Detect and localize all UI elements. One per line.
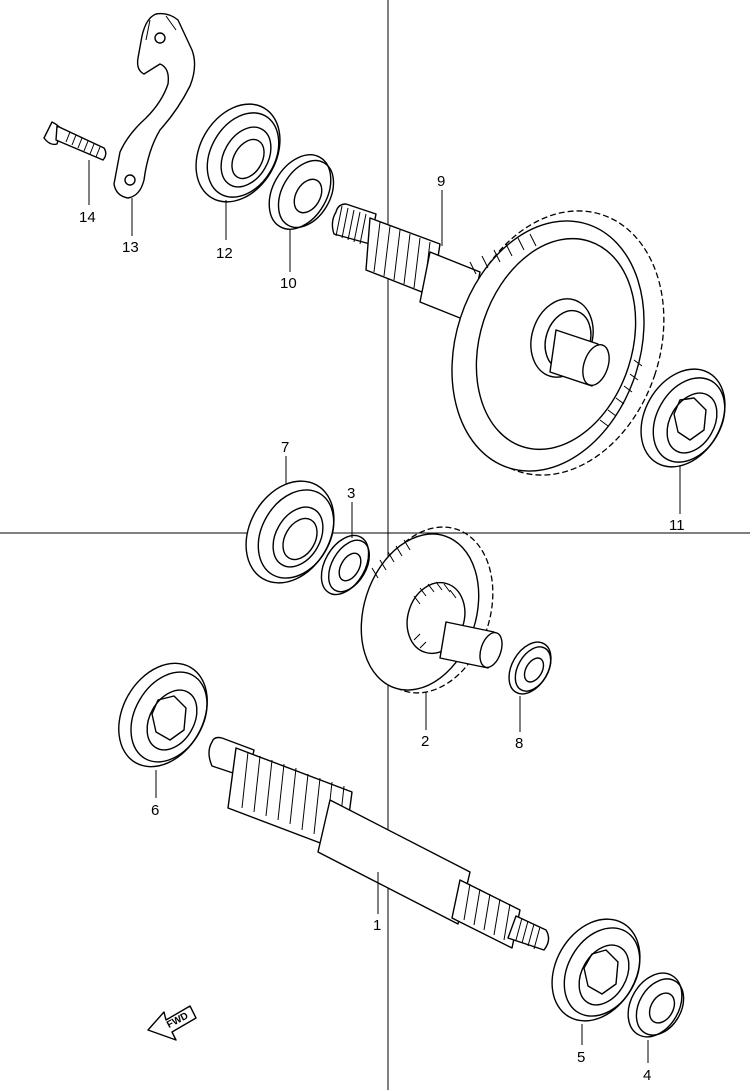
part-10-washer <box>268 154 335 230</box>
callout-1: 1 <box>373 917 381 934</box>
callout-6: 6 <box>151 802 159 819</box>
part-7-bearing <box>245 480 335 584</box>
callout-11: 11 <box>669 517 685 534</box>
callout-7: 7 <box>281 439 289 456</box>
callout-12: 12 <box>216 245 233 262</box>
callout-4: 4 <box>643 1067 651 1084</box>
callout-13: 13 <box>122 239 139 256</box>
part-5-bearing <box>551 918 641 1022</box>
part-2-gear <box>360 526 503 694</box>
part-4-washer <box>627 972 685 1038</box>
fwd-arrow: FWD <box>147 1005 197 1041</box>
part-3-washer <box>320 534 371 596</box>
callout-9: 9 <box>437 173 445 190</box>
callout-3: 3 <box>347 485 355 502</box>
part-14-bolt <box>43 121 107 161</box>
callout-8: 8 <box>515 735 523 752</box>
part-6-bearing <box>118 662 208 768</box>
callout-2: 2 <box>421 733 429 750</box>
leader-lines <box>88 160 681 1063</box>
callout-5: 5 <box>577 1049 585 1066</box>
part-11-bearing <box>640 368 726 468</box>
part-8-washer <box>508 641 552 695</box>
part-9-gear-shaft <box>331 203 665 476</box>
part-13-plate <box>113 12 196 199</box>
callout-14: 14 <box>79 209 96 226</box>
part-12-bearing <box>195 103 281 203</box>
part-1-drive-shaft <box>208 736 550 951</box>
callout-labels: 14 13 12 10 9 11 7 3 2 8 6 1 5 4 <box>79 173 685 1084</box>
callout-10: 10 <box>280 275 297 292</box>
